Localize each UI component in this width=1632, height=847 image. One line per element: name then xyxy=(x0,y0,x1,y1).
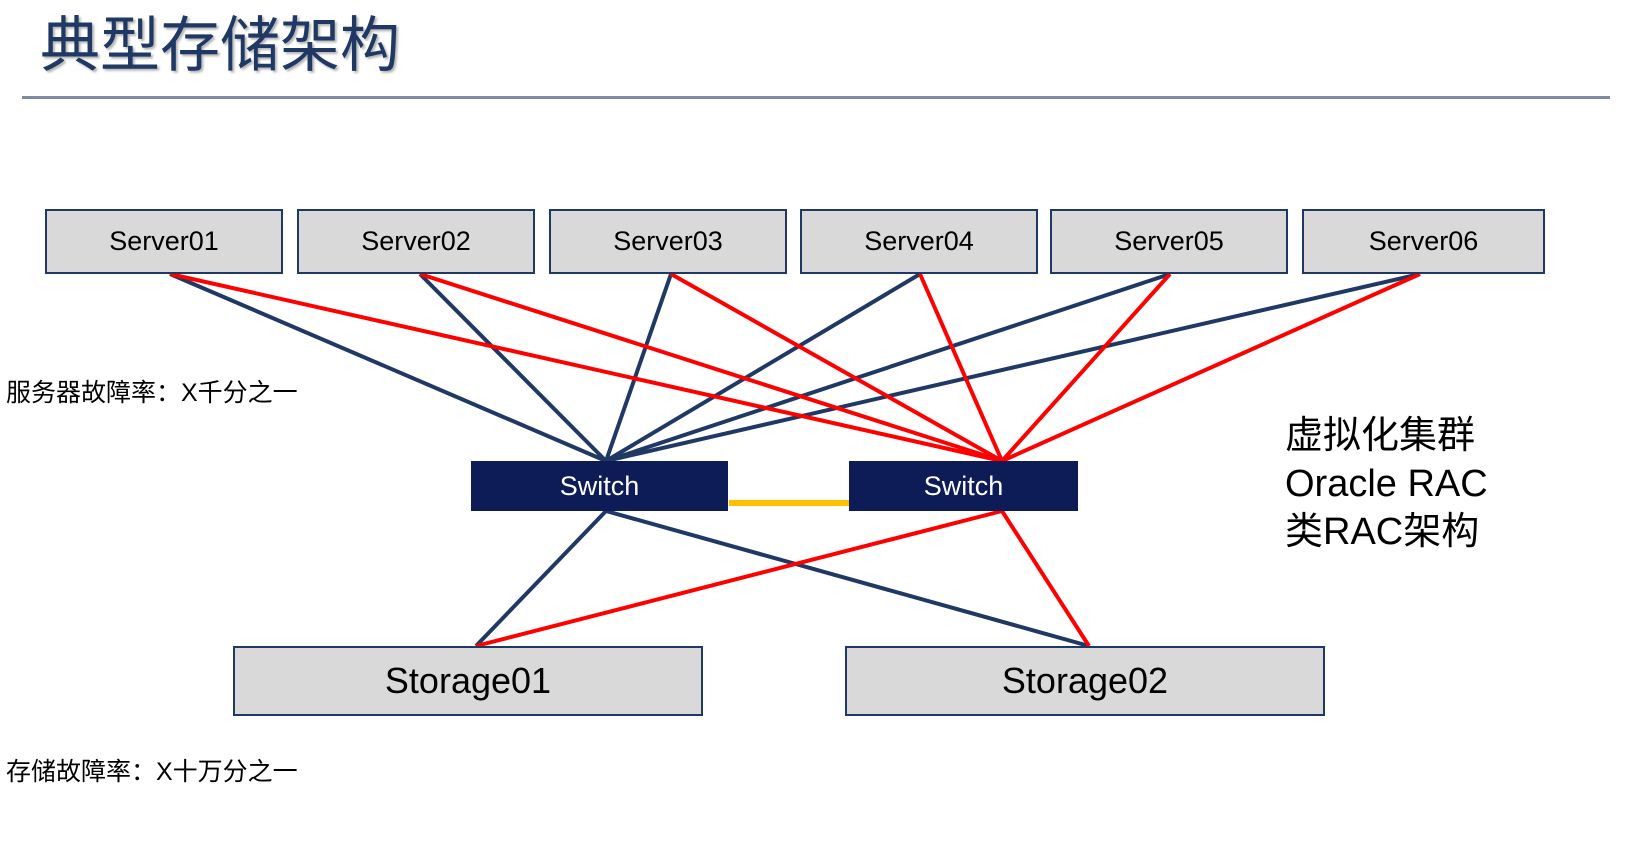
node-server02-label: Server02 xyxy=(361,226,471,256)
link-server04-to-switch-right xyxy=(918,273,1004,462)
cluster-note-line-2: Oracle RAC xyxy=(1285,463,1488,505)
node-switch-right-label: Switch xyxy=(923,470,1004,501)
cluster-note: 虚拟化集群 Oracle RAC 类RAC架构 xyxy=(1285,412,1488,556)
link-server05-to-switch-left xyxy=(605,272,1171,463)
node-storage01-label: Storage01 xyxy=(384,660,552,701)
server-failure-rate-note: 服务器故障率：X千分之一 xyxy=(6,379,298,407)
node-switch-right[interactable]: Switch xyxy=(849,461,1078,511)
link-server06-to-switch-left xyxy=(605,272,1421,463)
link-server05-to-switch-right xyxy=(1000,272,1172,463)
link-switch-right-to-storage01 xyxy=(475,509,1003,648)
link-server06-to-switch-right xyxy=(1001,272,1421,463)
node-storage01[interactable]: Storage01 xyxy=(233,646,703,716)
node-server06-label: Server06 xyxy=(1368,226,1479,256)
node-switch-left-label: Switch xyxy=(559,470,640,501)
node-server05-label: Server05 xyxy=(1114,226,1224,256)
link-switch-left-to-storage02 xyxy=(605,509,1090,648)
node-storage02-label: Storage02 xyxy=(1001,660,1169,701)
node-switch-left[interactable]: Switch xyxy=(471,461,728,511)
node-server03[interactable]: Server03 xyxy=(549,209,787,274)
storage-failure-rate-note: 存储故障率：X十万分之一 xyxy=(6,758,298,786)
link-server02-to-switch-right xyxy=(419,272,1003,463)
link-server03-to-switch-right xyxy=(670,272,1003,463)
node-server06[interactable]: Server06 xyxy=(1302,209,1545,274)
title-divider xyxy=(22,96,1610,99)
link-server03-to-switch-left xyxy=(604,273,673,462)
node-server02[interactable]: Server02 xyxy=(297,209,535,274)
node-server05[interactable]: Server05 xyxy=(1050,209,1288,274)
link-server04-to-switch-left xyxy=(604,272,922,463)
node-storage02[interactable]: Storage02 xyxy=(845,646,1325,716)
cluster-note-line-3: 类RAC架构 xyxy=(1285,511,1480,553)
link-server01-to-switch-left xyxy=(169,272,607,463)
node-server01[interactable]: Server01 xyxy=(45,209,283,274)
link-switch-left-to-storage01 xyxy=(474,509,608,648)
cluster-note-line-1: 虚拟化集群 xyxy=(1285,415,1476,457)
node-server03-label: Server03 xyxy=(613,226,723,256)
link-switch-right-to-storage02 xyxy=(1000,509,1091,648)
link-server02-to-switch-left xyxy=(418,272,608,463)
page-title: 典型存储架构 xyxy=(40,12,400,79)
node-server04[interactable]: Server04 xyxy=(800,209,1038,274)
node-server04-label: Server04 xyxy=(864,226,974,256)
node-server01-label: Server01 xyxy=(109,226,219,256)
link-server01-to-switch-right xyxy=(169,272,1003,463)
